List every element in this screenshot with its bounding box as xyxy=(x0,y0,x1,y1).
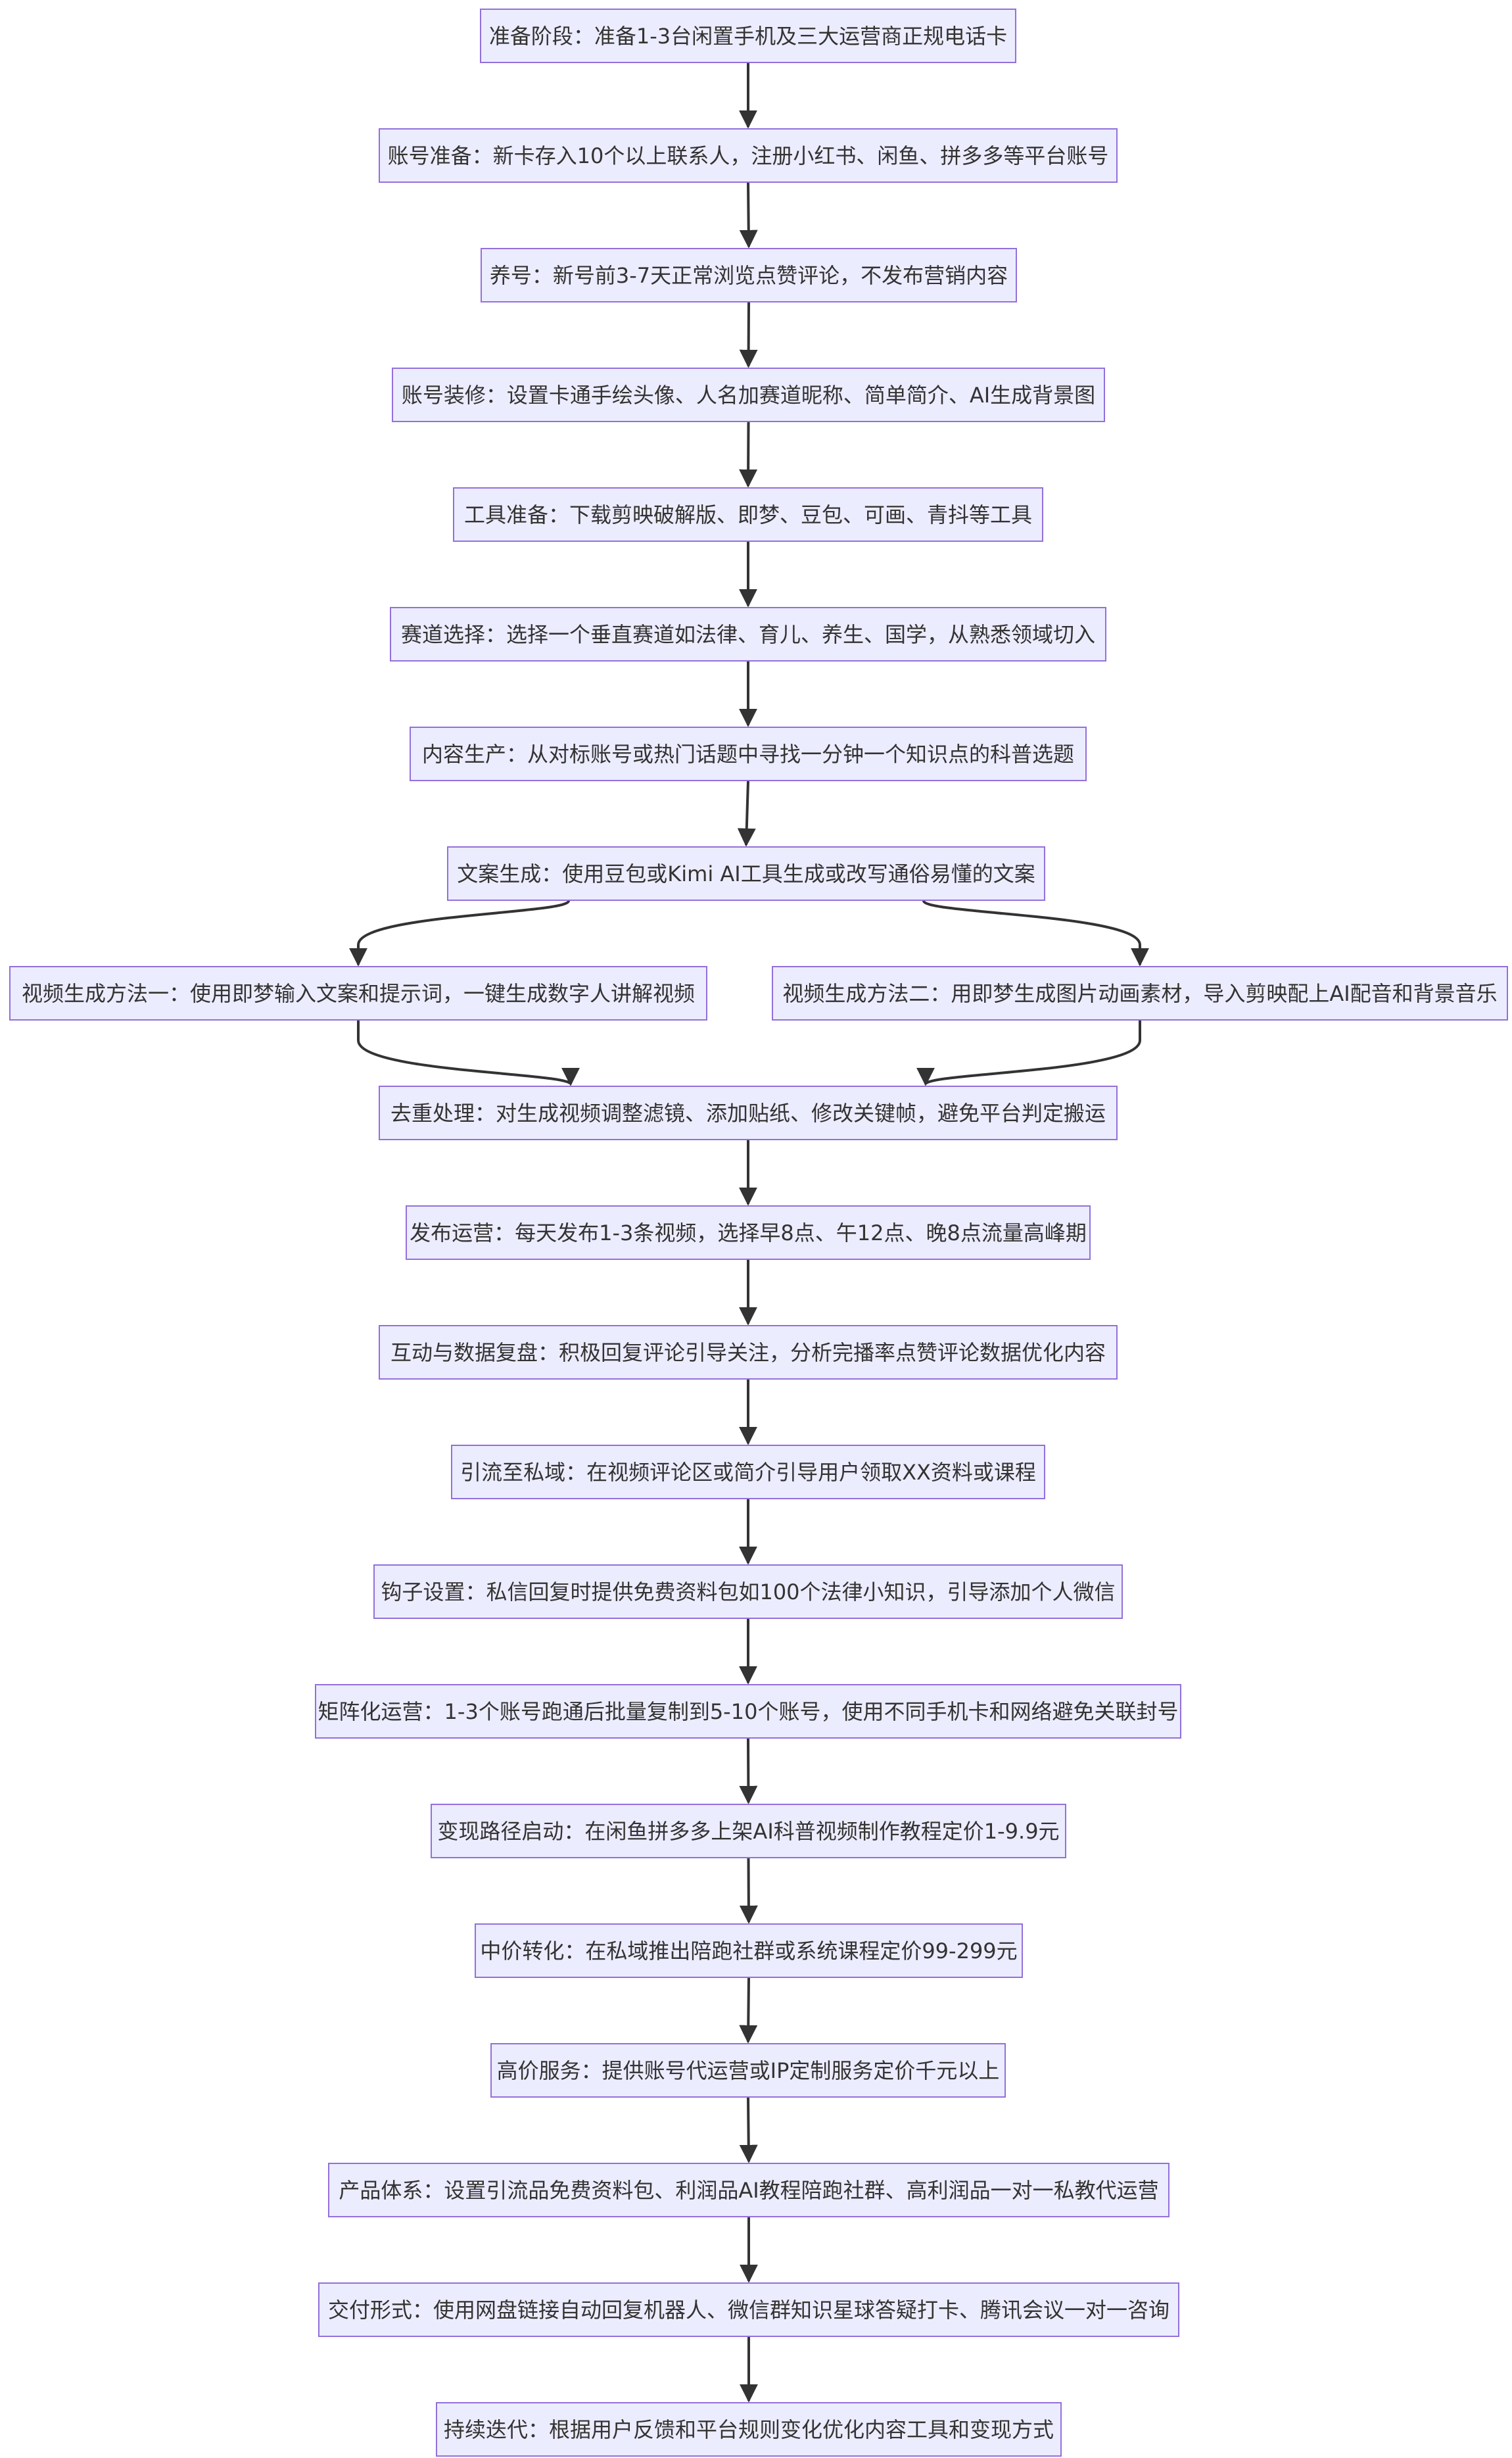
node-copywriting: 文案生成：使用豆包或Kimi AI工具生成或改写通俗易懂的文案 xyxy=(447,846,1045,901)
node-content-produce: 内容生产：从对标账号或热门话题中寻找一分钟一个知识点的科普选题 xyxy=(410,727,1087,781)
node-prep-stage: 准备阶段：准备1-3台闲置手机及三大运营商正规电话卡 xyxy=(480,9,1016,63)
edge-n17-to-n18 xyxy=(739,1977,758,2044)
node-video-method-2: 视频生成方法二：用即梦生成图片动画素材，导入剪映配上AI配音和背景音乐 xyxy=(772,966,1508,1021)
edge-n4-to-n5 xyxy=(739,422,758,488)
node-product-system: 产品体系：设置引流品免费资料包、利润品AI教程陪跑社群、高利润品一对一私教代运营 xyxy=(328,2163,1169,2217)
node-tool-prep: 工具准备：下载剪映破解版、即梦、豆包、可画、青抖等工具 xyxy=(453,487,1043,542)
node-video-method-1: 视频生成方法一：使用即梦输入文案和提示词，一键生成数字人讲解视频 xyxy=(9,966,707,1021)
node-account-decor: 账号装修：设置卡通手绘头像、人名加赛道昵称、简单简介、AI生成背景图 xyxy=(392,368,1105,422)
node-review: 互动与数据复盘：积极回复评论引导关注，分析完播率点赞评论数据优化内容 xyxy=(379,1325,1118,1380)
edge-n9b-to-n10 xyxy=(916,1021,1141,1086)
node-private-traffic: 引流至私域：在视频评论区或简介引导用户领取XX资料或课程 xyxy=(451,1445,1045,1499)
node-monetize-start: 变现路径启动：在闲鱼拼多多上架AI科普视频制作教程定价1-9.9元 xyxy=(431,1804,1066,1858)
node-publish: 发布运营：每天发布1-3条视频，选择早8点、午12点、晚8点流量高峰期 xyxy=(406,1205,1091,1260)
node-hook: 钩子设置：私信回复时提供免费资料包如100个法律小知识，引导添加个人微信 xyxy=(373,1564,1123,1619)
edge-n15-to-n16 xyxy=(739,1738,758,1804)
node-account-nurture: 养号：新号前3-7天正常浏览点赞评论，不发布营销内容 xyxy=(481,248,1017,302)
edge-n7-to-n8 xyxy=(737,781,756,847)
node-mid-price: 中价转化：在私域推出陪跑社群或系统课程定价99-299元 xyxy=(475,1923,1023,1978)
node-matrix: 矩阵化运营：1-3个账号跑通后批量复制到5-10个账号，使用不同手机卡和网络避免… xyxy=(315,1684,1181,1739)
node-iterate: 持续迭代：根据用户反馈和平台规则变化优化内容工具和变现方式 xyxy=(436,2402,1062,2457)
node-delivery: 交付形式：使用网盘链接自动回复机器人、微信群知识星球答疑打卡、腾讯会议一对一咨询 xyxy=(318,2282,1179,2337)
edge-n18-to-n19 xyxy=(739,2097,758,2163)
node-account-prep: 账号准备：新卡存入10个以上联系人，注册小红书、闲鱼、拼多多等平台账号 xyxy=(379,128,1118,183)
edge-n9a-to-n10 xyxy=(357,1021,580,1086)
node-niche-select: 赛道选择：选择一个垂直赛道如法律、育儿、养生、国学，从熟悉领域切入 xyxy=(390,607,1106,662)
node-dedup: 去重处理：对生成视频调整滤镜、添加贴纸、修改关键帧，避免平台判定搬运 xyxy=(379,1086,1118,1140)
edge-n2-to-n3 xyxy=(739,182,758,249)
edge-n8-to-n9b xyxy=(922,900,1149,967)
edge-n8-to-n9a xyxy=(349,900,570,967)
node-high-price: 高价服务：提供账号代运营或IP定制服务定价千元以上 xyxy=(490,2043,1006,2098)
